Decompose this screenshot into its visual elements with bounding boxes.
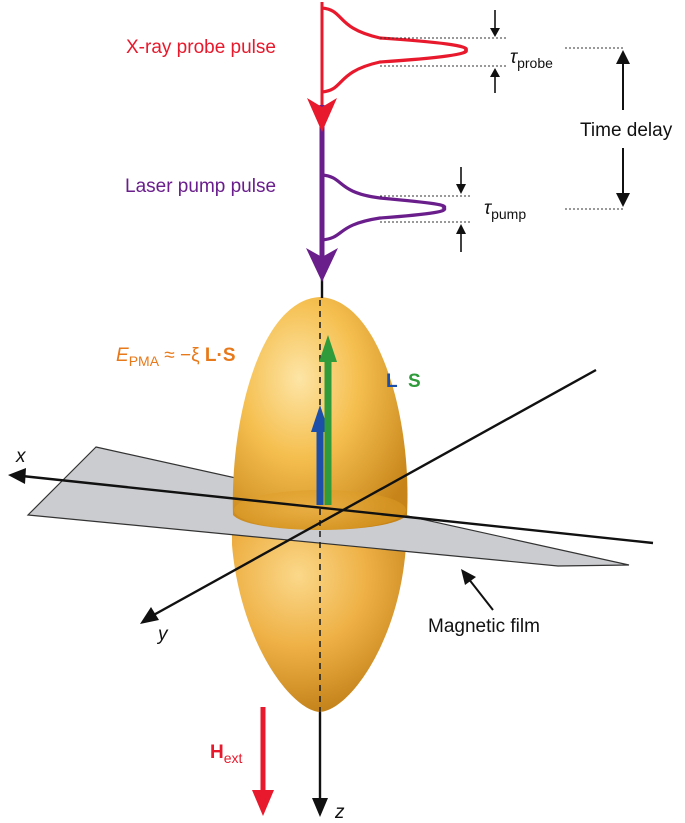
probe-pulse-label: X-ray probe pulse (126, 37, 276, 58)
y-axis-label: y (156, 624, 169, 645)
time-delay-label: Time delay (580, 120, 673, 141)
time-delay-arrowhead-down (616, 193, 630, 207)
x-axis (21, 474, 654, 545)
tau-pump-symbol: τ (484, 198, 493, 219)
energy-relation: ≈ −ξ (159, 345, 205, 366)
z-axis-arrowhead (312, 798, 328, 817)
x-axis-arrowhead (8, 468, 26, 484)
hext-arrowhead (252, 790, 274, 816)
hext-label: Hext (210, 742, 243, 766)
tau-pump-arrowhead-top (456, 184, 466, 194)
probe-pulse-curve (321, 6, 468, 94)
probe-beam-arrowhead (307, 98, 337, 132)
tau-pump-arrowhead-bottom (456, 224, 466, 234)
tau-probe-symbol: τ (510, 47, 519, 68)
pump-pulse-curve (321, 173, 447, 242)
tau-probe-subscript: probe (517, 55, 553, 71)
L-label: L (386, 371, 398, 392)
pump-beam-arrowhead (306, 248, 338, 282)
energy-subscript: PMA (129, 353, 160, 369)
tau-probe-label: τprobe (510, 47, 553, 71)
diagonal-axis (149, 368, 597, 619)
hext-H: H (210, 742, 224, 763)
tau-pump-label: τpump (484, 198, 526, 222)
tau-pump-subscript: pump (491, 206, 526, 222)
hext-subscript: ext (224, 750, 243, 766)
energy-E: E (116, 345, 129, 366)
energy-label: EPMA ≈ −ξ L·S (116, 345, 236, 369)
magnetic-film-pointer-head (461, 569, 476, 585)
x-axis-label: x (15, 446, 27, 467)
tau-probe-arrowhead-top (490, 28, 500, 37)
y-axis-arrowhead (140, 607, 159, 624)
S-label: S (408, 371, 421, 392)
energy-LS: L·S (205, 345, 236, 366)
z-axis-label: z (334, 802, 345, 823)
magnetic-film-label: Magnetic film (428, 616, 540, 637)
time-delay-arrowhead-up (616, 50, 630, 64)
S-vector-head (319, 335, 337, 362)
tau-probe-arrowhead-bottom (490, 68, 500, 77)
pump-pulse-label: Laser pump pulse (125, 176, 276, 197)
ellipsoid-lower (232, 530, 406, 712)
magnetic-film-pointer (467, 577, 494, 611)
